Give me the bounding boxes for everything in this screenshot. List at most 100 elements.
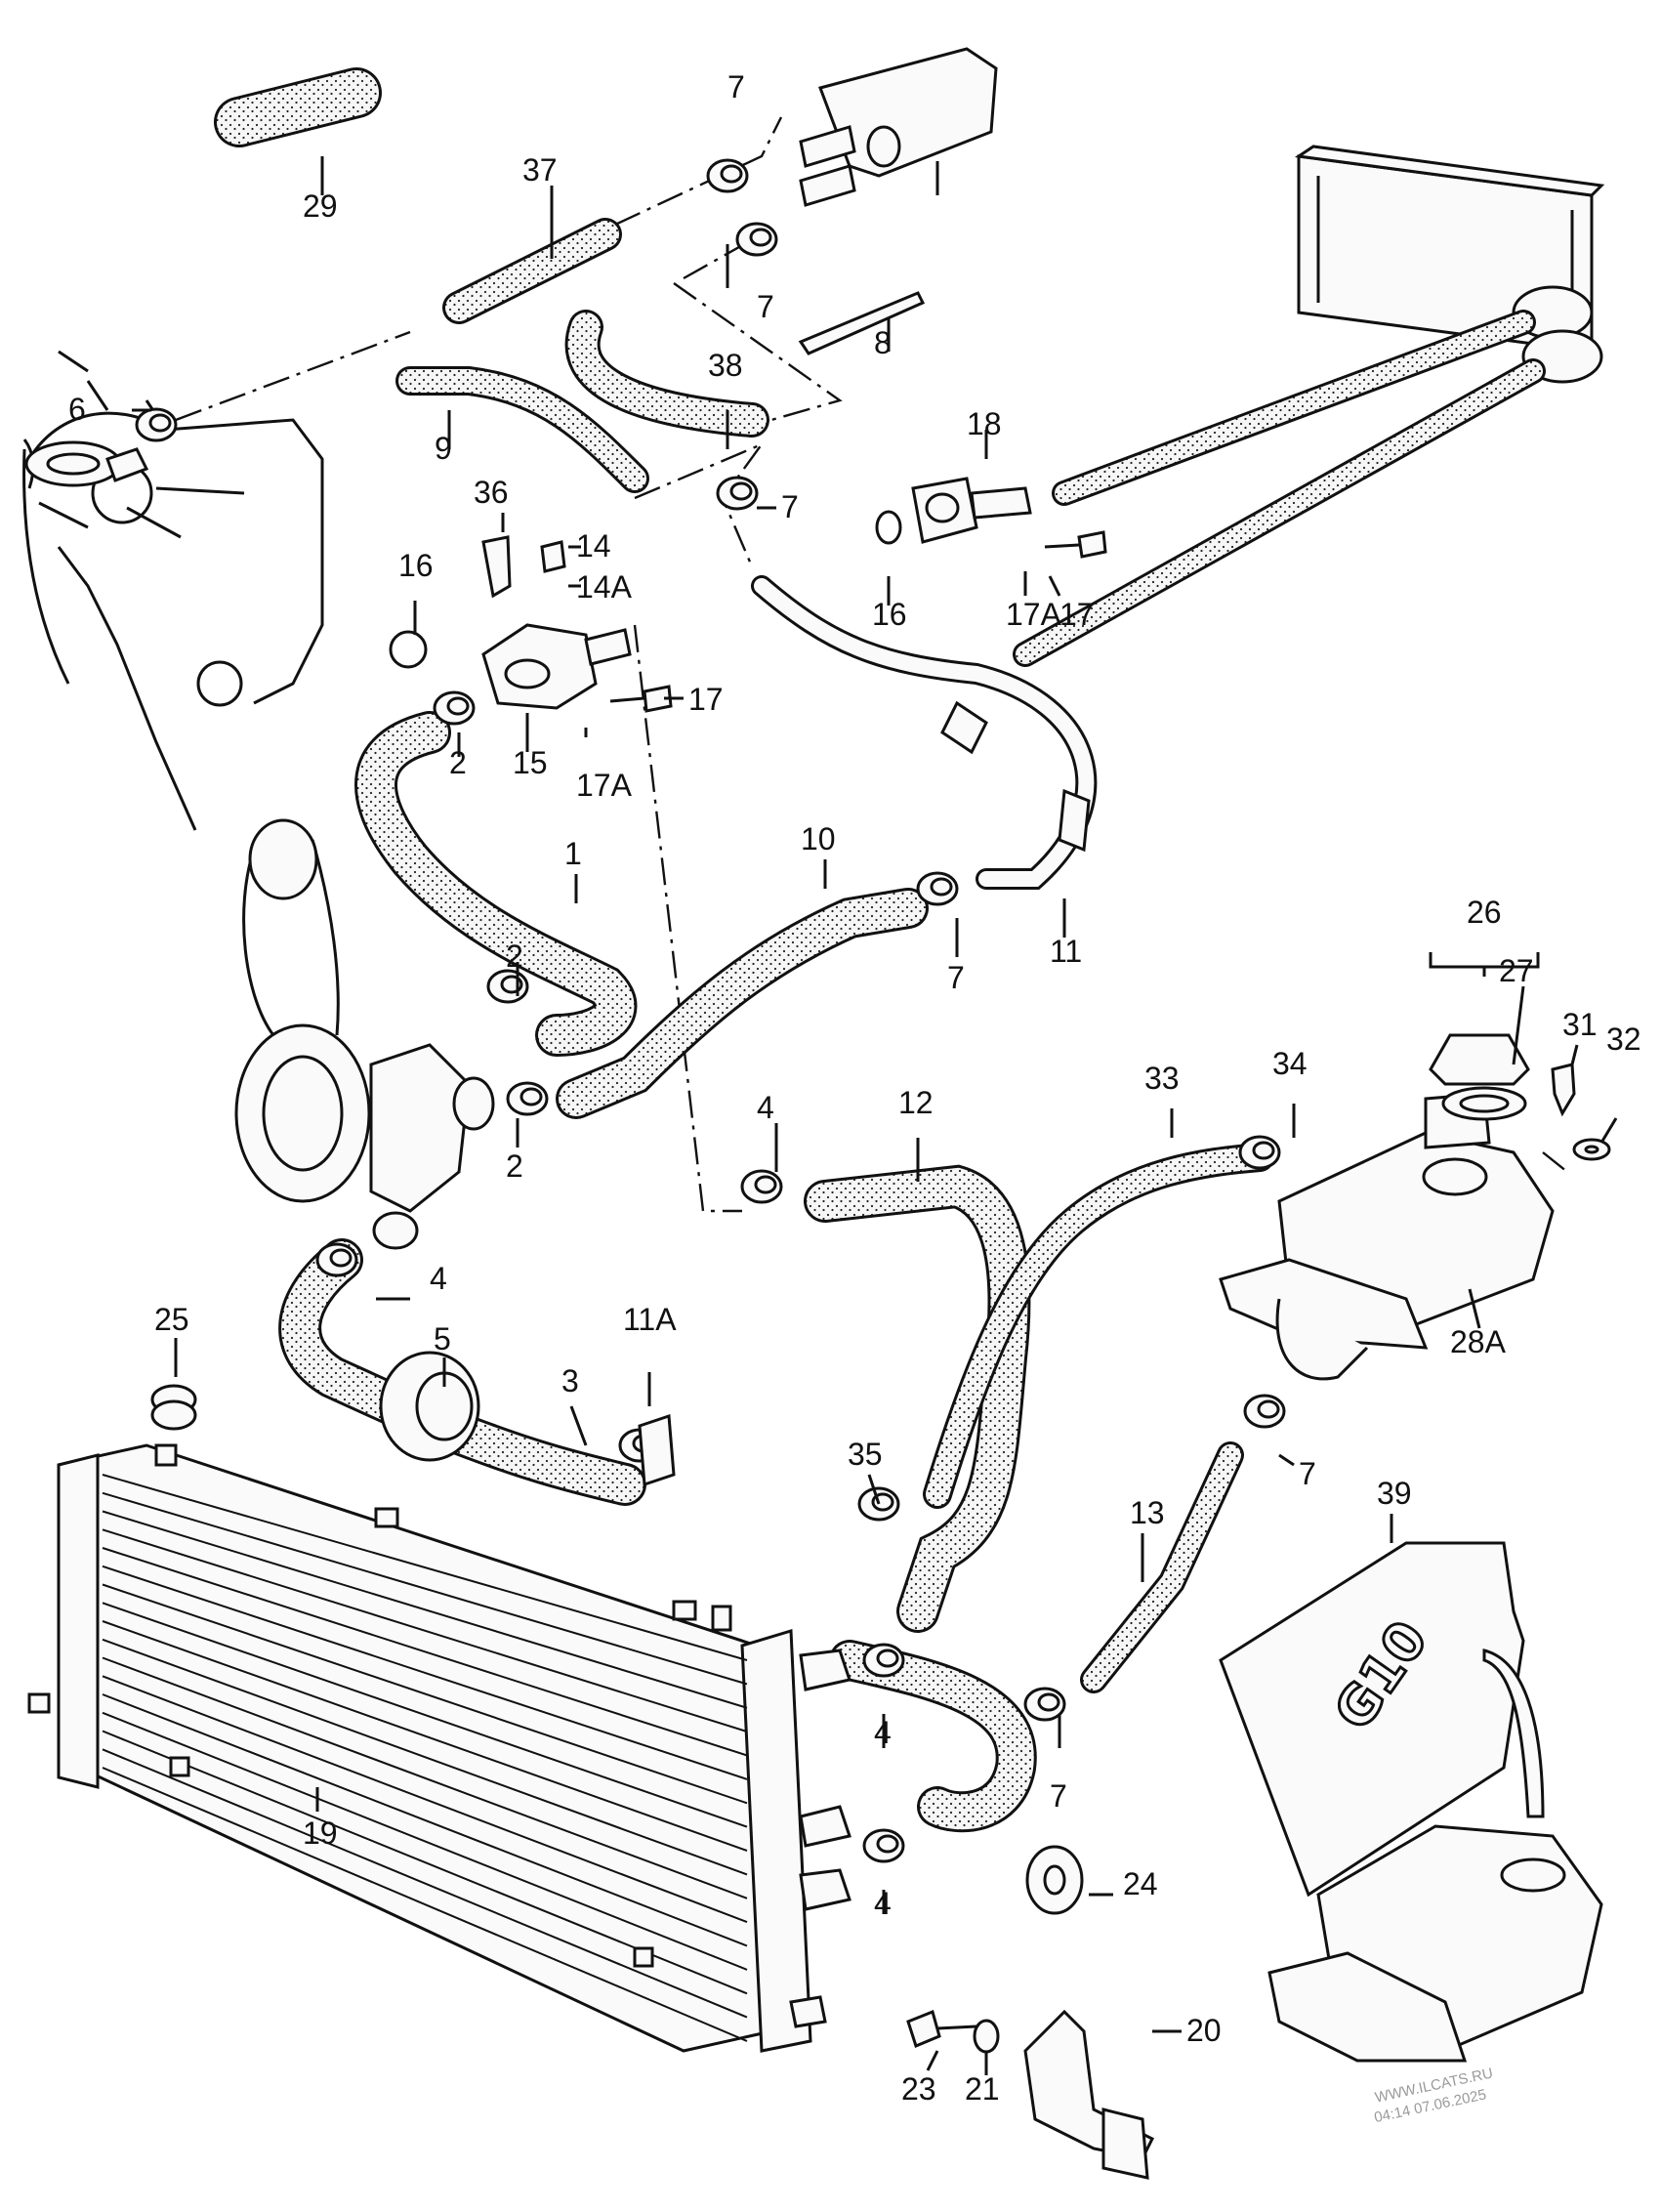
heater-core — [1294, 145, 1605, 384]
label-38: 38 — [708, 348, 743, 383]
part-10-hose — [556, 888, 929, 1119]
label-24: 24 — [1123, 1866, 1158, 1901]
radiator-fin — [102, 1528, 748, 1733]
label-26: 26 — [1467, 895, 1502, 930]
expansion-tank-cap — [1429, 1033, 1530, 1121]
expansion-tank-filling — [1267, 1824, 1603, 2063]
o-ring-16 — [389, 510, 902, 669]
label-25: 25 — [154, 1302, 189, 1337]
hose-clamps — [135, 158, 1286, 1863]
label-7-c: 7 — [781, 489, 799, 524]
label-7-d: 7 — [947, 960, 965, 995]
label-2-c: 2 — [506, 1148, 523, 1184]
label-17-a: 17 — [688, 682, 724, 717]
label-2-b: 2 — [506, 939, 523, 974]
label-31: 31 — [1562, 1007, 1598, 1042]
label-4-c: 4 — [874, 1715, 892, 1750]
hose-clamp-bore — [876, 1649, 899, 1668]
label-12: 12 — [898, 1085, 934, 1120]
clip-11a — [638, 1413, 676, 1487]
radiator-fin — [102, 1675, 748, 1924]
radiator-fin — [102, 1583, 748, 1805]
radiator-fin — [102, 1565, 748, 1780]
lower-radiator-hose — [829, 1640, 1037, 1833]
water-pump — [234, 818, 495, 1250]
label-7-b: 7 — [757, 289, 774, 324]
hose-clamp-bore — [446, 696, 470, 716]
label-19: 19 — [303, 1816, 338, 1851]
coolant-flange-15 — [481, 623, 632, 710]
radiator — [27, 1443, 851, 2053]
part-9-hose — [395, 366, 649, 493]
label-11: 11 — [1050, 934, 1082, 969]
label-11a: 11A — [623, 1302, 677, 1337]
label-3: 3 — [561, 1363, 579, 1398]
label-16-b: 16 — [872, 597, 907, 632]
radiator-fin — [102, 1748, 748, 2019]
hose-clamp-bore — [871, 1492, 894, 1512]
grommet-24 — [1025, 1845, 1084, 1915]
bolt-23 — [906, 2009, 977, 2049]
label-4-d: 4 — [874, 1886, 892, 1921]
label-4-a: 4 — [757, 1090, 774, 1125]
label-18: 18 — [967, 406, 1002, 441]
label-15: 15 — [513, 745, 548, 780]
part-33-hose — [923, 1143, 1274, 1509]
heater-valve — [799, 47, 998, 207]
label-23: 23 — [901, 2071, 936, 2107]
radiator-fin — [102, 1491, 748, 1686]
label-10: 10 — [801, 821, 836, 856]
plug-14 — [540, 540, 566, 573]
rubber-mount-25 — [150, 1384, 197, 1431]
leader-lines — [132, 156, 1618, 2075]
flange-18 — [911, 477, 1032, 544]
radiator-fin — [102, 1638, 748, 1876]
label-1: 1 — [564, 836, 582, 871]
hose-clamp-bore — [720, 164, 743, 184]
label-17a-b: 17A — [1006, 597, 1062, 632]
label-2-a: 2 — [449, 745, 467, 780]
radiator-fin — [102, 1620, 748, 1852]
label-32: 32 — [1606, 1022, 1641, 1057]
hose-clamp-bore — [930, 877, 953, 897]
part-labels: 29 37 7 7 8 38 6 9 36 7 18 14 14A 16 16 … — [68, 69, 1641, 2107]
label-6: 6 — [68, 392, 86, 427]
radiator-fin — [102, 1602, 748, 1828]
label-21: 21 — [965, 2071, 1000, 2107]
part-38-hose — [564, 310, 769, 438]
label-33: 33 — [1144, 1061, 1180, 1096]
hose-clamp-bore — [1037, 1692, 1060, 1712]
hose-clamp-bore — [754, 1175, 777, 1194]
radiator-fin — [102, 1510, 748, 1709]
label-37: 37 — [522, 152, 558, 188]
label-17-b: 17 — [1059, 597, 1095, 632]
label-8: 8 — [874, 325, 892, 360]
part-1-hose — [354, 711, 638, 1057]
label-35: 35 — [848, 1437, 883, 1472]
radiator-fins — [102, 1474, 748, 2042]
part-29-hose-section — [214, 67, 382, 147]
engine-outlet-flange — [24, 440, 245, 539]
hose-clamp-bore — [749, 228, 772, 247]
label-4-b: 4 — [430, 1261, 447, 1296]
label-16-a: 16 — [398, 548, 434, 583]
radiator-mount — [1023, 2009, 1155, 2180]
label-13: 13 — [1130, 1495, 1165, 1530]
radiator-fin — [102, 1474, 748, 1661]
radiator-fin — [102, 1711, 748, 1971]
label-20: 20 — [1186, 2013, 1222, 2048]
radiator-fin — [102, 1767, 748, 2042]
label-7-e: 7 — [1299, 1456, 1316, 1491]
assembly-dash-lines — [175, 116, 1568, 1213]
label-7-a: 7 — [727, 69, 745, 104]
part-5-coupling — [379, 1351, 480, 1462]
hose-clamp-bore — [729, 481, 753, 501]
screw-and-washer — [1551, 1063, 1611, 1161]
label-28a: 28A — [1450, 1324, 1507, 1359]
radiator-fin — [102, 1656, 748, 1899]
heater-hoses — [1013, 310, 1546, 667]
engine-block — [22, 350, 324, 831]
label-17a-a: 17A — [576, 768, 633, 803]
label-7-f: 7 — [1050, 1778, 1067, 1814]
